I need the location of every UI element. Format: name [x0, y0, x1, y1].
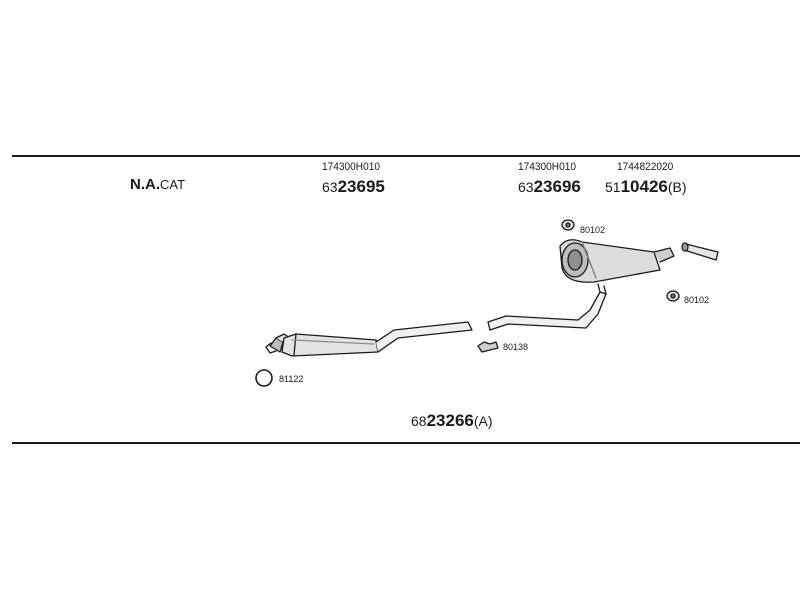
callout-label-2: 80102	[684, 295, 710, 305]
part-prefix: 68	[411, 413, 427, 429]
part-prefix: 51	[605, 179, 621, 195]
part-number: 23695	[337, 177, 385, 196]
rubber-mount-icon-1	[561, 219, 575, 231]
part-prefix: 63	[322, 179, 338, 195]
intermediate-pipe-rear	[487, 283, 607, 331]
part-suffix: (B)	[667, 179, 687, 195]
cat-label-rest: CAT	[160, 177, 186, 192]
top-divider	[12, 155, 800, 157]
cat-label: N.A.CAT	[130, 177, 185, 192]
intermediate-pipe-front	[375, 321, 473, 353]
clamp-icon	[477, 341, 499, 353]
oe-number-1: 174300H010	[322, 161, 380, 173]
callout-label-3: 80138	[503, 342, 529, 352]
rear-silencer	[559, 239, 675, 283]
rubber-mount-icon-2	[666, 290, 680, 302]
callout-label-4: 81122	[279, 374, 304, 384]
part-suffix: (A)	[473, 413, 493, 429]
part-number-1: 6323695	[322, 178, 385, 195]
callout-label-1: 80102	[580, 225, 606, 235]
front-silencer	[281, 333, 379, 357]
part-number: 23266	[426, 411, 474, 430]
cat-label-bold: N.A.	[130, 176, 160, 193]
part-number: 23696	[533, 177, 581, 196]
bottom-divider	[12, 442, 800, 444]
part-number-2: 6323696	[518, 178, 581, 195]
oe-number-3: 1744822020	[617, 161, 674, 173]
tail-pipe	[681, 242, 719, 261]
part-number: 10426	[620, 177, 668, 196]
gasket-ring-icon	[255, 369, 273, 387]
part-number-3: 5110426(B)	[605, 178, 687, 195]
oe-number-2: 174300H010	[518, 161, 576, 173]
part-prefix: 63	[518, 179, 534, 195]
part-number-4: 6823266(A)	[411, 412, 493, 429]
